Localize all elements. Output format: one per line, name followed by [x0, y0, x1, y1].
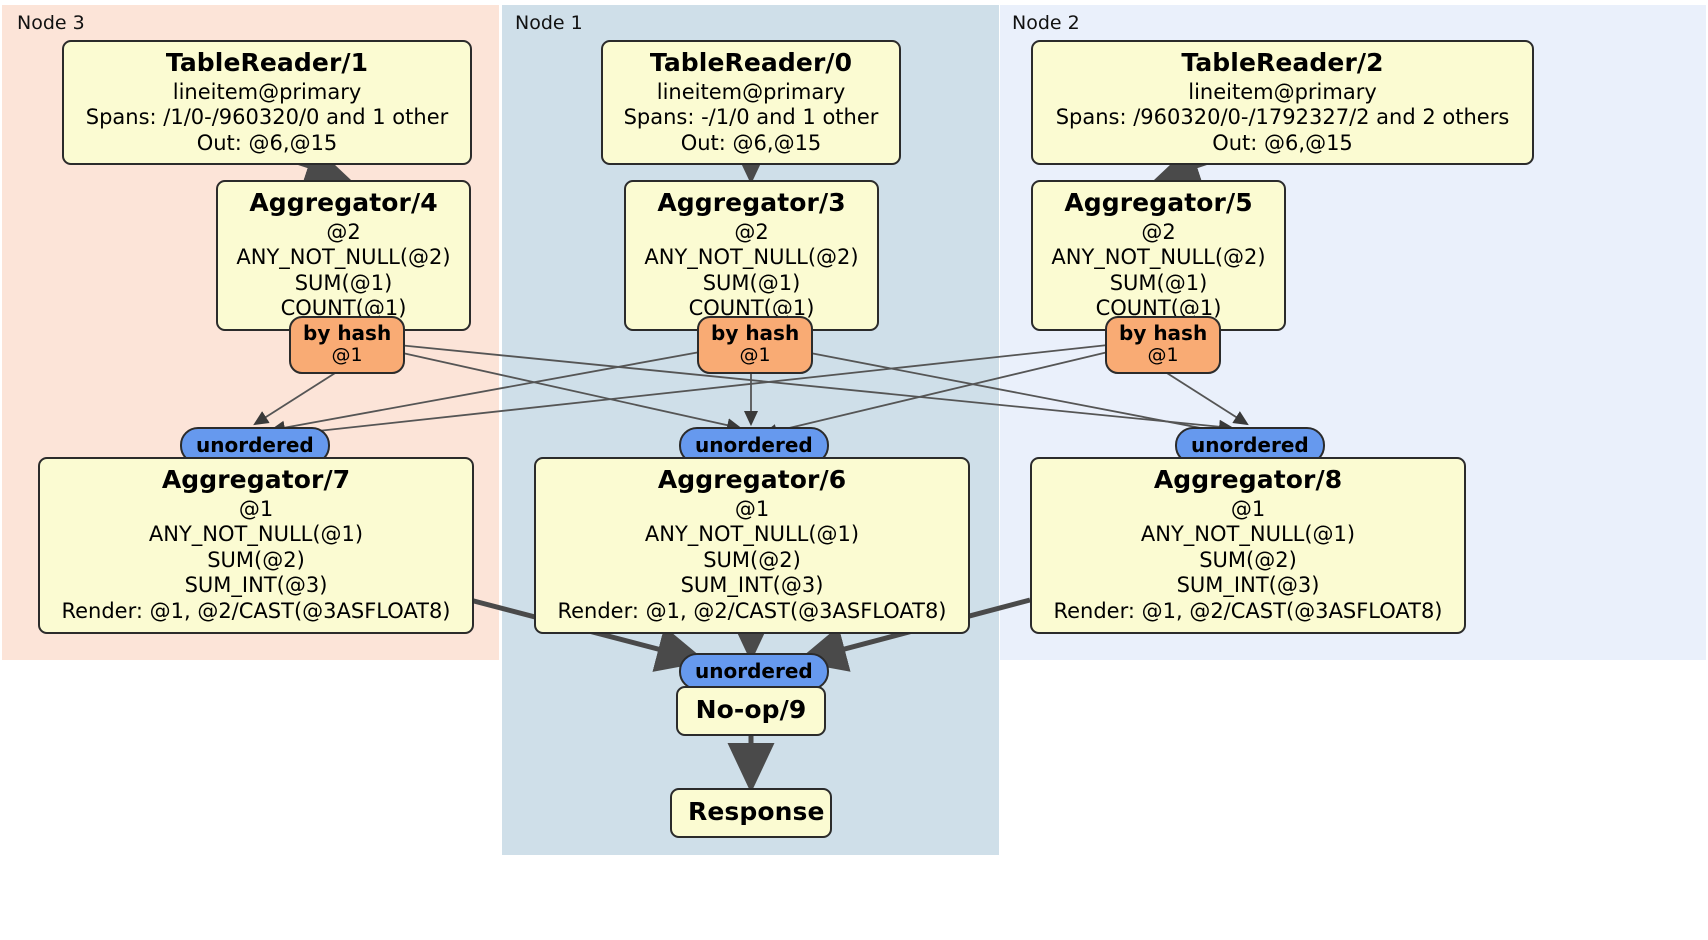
processor-title: Response: [688, 797, 825, 826]
router-sublabel: @1: [331, 344, 363, 366]
processor-aggregator-3[interactable]: Aggregator/3 @2 ANY_NOT_NULL(@2) SUM(@1)…: [624, 180, 879, 331]
processor-line: ANY_NOT_NULL(@2): [644, 245, 859, 270]
processor-line: lineitem@primary: [1188, 79, 1377, 104]
processor-line: ANY_NOT_NULL(@2): [1051, 245, 1266, 270]
processor-table-reader-2[interactable]: TableReader/2 lineitem@primary Spans: /9…: [1031, 40, 1534, 166]
processor-title: Aggregator/8: [1153, 465, 1343, 494]
processor-line: SUM(@1): [1109, 270, 1208, 295]
processor-title: TableReader/1: [165, 48, 369, 77]
processor-line: SUM_INT(@3): [1176, 573, 1320, 598]
processor-line: SUM(@1): [294, 270, 393, 295]
router-by-hash-left[interactable]: by hash @1: [289, 316, 406, 374]
processor-line: @1: [734, 496, 770, 521]
processor-table-reader-0[interactable]: TableReader/0 lineitem@primary Spans: -/…: [601, 40, 901, 166]
node-label-node2: Node 2: [1012, 12, 1080, 34]
processor-line: SUM_INT(@3): [184, 573, 328, 598]
processor-line: ANY_NOT_NULL(@2): [236, 245, 451, 270]
processor-line: Spans: /1/0-/960320/0 and 1 other: [85, 105, 449, 130]
processor-aggregator-8[interactable]: Aggregator/8 @1 ANY_NOT_NULL(@1) SUM(@2)…: [1030, 457, 1466, 634]
processor-title: No-op/9: [695, 695, 807, 724]
processor-line: Render: @1, @2/CAST(@3ASFLOAT8): [1053, 598, 1443, 623]
router-label: by hash: [711, 321, 800, 345]
processor-line: SUM_INT(@3): [680, 573, 824, 598]
node-label-node1: Node 1: [515, 12, 583, 34]
processor-line: ANY_NOT_NULL(@1): [148, 522, 364, 547]
router-unordered-final[interactable]: unordered: [679, 653, 829, 690]
processor-title: Aggregator/3: [657, 188, 846, 217]
processor-title: Aggregator/6: [657, 465, 847, 494]
processor-line: Out: @6,@15: [1212, 130, 1353, 155]
router-label: by hash: [1119, 321, 1208, 345]
processor-line: @1: [238, 496, 274, 521]
node-label-node3: Node 3: [17, 12, 85, 34]
processor-aggregator-4[interactable]: Aggregator/4 @2 ANY_NOT_NULL(@2) SUM(@1)…: [216, 180, 471, 331]
processor-table-reader-1[interactable]: TableReader/1 lineitem@primary Spans: /1…: [62, 40, 472, 166]
processor-response[interactable]: Response: [670, 788, 832, 838]
processor-aggregator-5[interactable]: Aggregator/5 @2 ANY_NOT_NULL(@2) SUM(@1)…: [1031, 180, 1286, 331]
processor-aggregator-6[interactable]: Aggregator/6 @1 ANY_NOT_NULL(@1) SUM(@2)…: [534, 457, 970, 634]
processor-line: SUM(@2): [207, 547, 305, 572]
processor-line: @1: [1230, 496, 1266, 521]
router-label: by hash: [303, 321, 392, 345]
router-label: unordered: [1191, 433, 1309, 457]
processor-line: Spans: -/1/0 and 1 other: [623, 105, 879, 130]
processor-title: TableReader/0: [649, 48, 853, 77]
router-label: unordered: [695, 659, 813, 683]
processor-line: @2: [734, 219, 769, 244]
processor-no-op-9[interactable]: No-op/9: [676, 686, 826, 736]
processor-line: SUM(@1): [702, 270, 801, 295]
router-label: unordered: [196, 433, 314, 457]
processor-line: Render: @1, @2/CAST(@3ASFLOAT8): [557, 598, 947, 623]
processor-line: ANY_NOT_NULL(@1): [644, 522, 860, 547]
processor-title: TableReader/2: [1181, 48, 1384, 77]
processor-title: Aggregator/5: [1064, 188, 1253, 217]
processor-line: @2: [1141, 219, 1176, 244]
processor-line: @2: [326, 219, 361, 244]
processor-title: Aggregator/4: [249, 188, 438, 217]
router-label: unordered: [695, 433, 813, 457]
processor-line: Out: @6,@15: [680, 130, 822, 155]
processor-aggregator-7[interactable]: Aggregator/7 @1 ANY_NOT_NULL(@1) SUM(@2)…: [38, 457, 474, 634]
processor-line: SUM(@2): [1199, 547, 1297, 572]
processor-line: lineitem@primary: [656, 79, 846, 104]
router-by-hash-mid[interactable]: by hash @1: [697, 316, 814, 374]
processor-line: Spans: /960320/0-/1792327/2 and 2 others: [1055, 105, 1510, 130]
router-by-hash-right[interactable]: by hash @1: [1105, 316, 1222, 374]
processor-line: Out: @6,@15: [196, 130, 338, 155]
router-sublabel: @1: [739, 344, 771, 366]
processor-line: ANY_NOT_NULL(@1): [1140, 522, 1356, 547]
processor-line: SUM(@2): [703, 547, 801, 572]
processor-title: Aggregator/7: [161, 465, 351, 494]
processor-line: Render: @1, @2/CAST(@3ASFLOAT8): [61, 598, 451, 623]
processor-line: lineitem@primary: [172, 79, 362, 104]
router-sublabel: @1: [1147, 344, 1179, 366]
